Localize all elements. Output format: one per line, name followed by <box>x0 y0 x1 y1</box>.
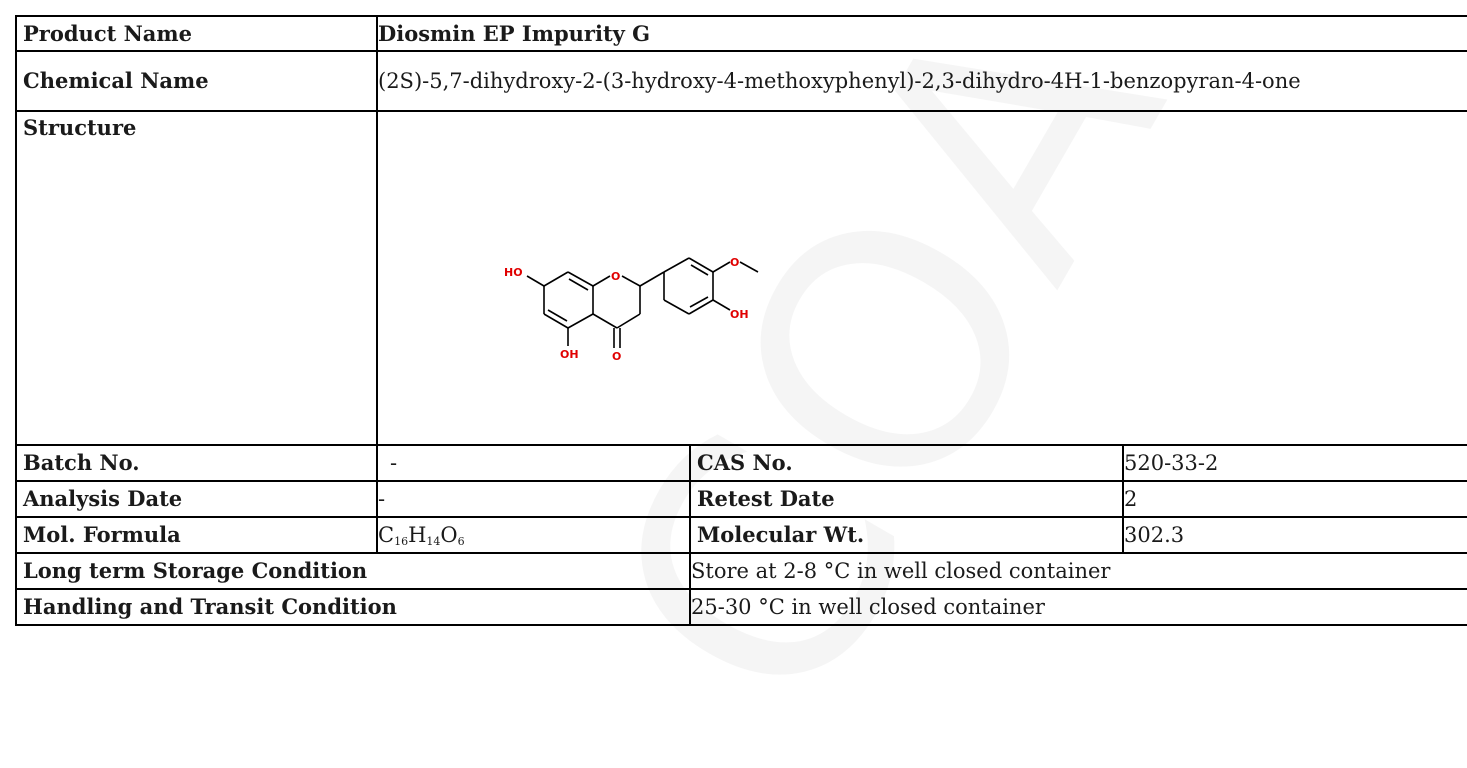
structure-label: Structure <box>15 110 378 446</box>
row-storage: Long term Storage Condition Store at 2-8… <box>15 552 1467 590</box>
atom-methoxy-o: O <box>730 256 739 269</box>
atom-keto-o: O <box>612 350 621 363</box>
handling-condition-value: 25-30 °C in well closed container <box>689 588 1467 626</box>
product-name-value: Diosmin EP Impurity G <box>376 15 1467 52</box>
row-structure: Structure <box>15 110 1467 446</box>
structure-image-cell: HO O OH O OH O <box>376 110 1467 446</box>
mol-formula-label: Mol. Formula <box>15 516 378 554</box>
atom-ring-o: O <box>611 270 620 283</box>
row-batch-cas: Batch No. - CAS No. 520-33-2 <box>15 444 1467 482</box>
storage-condition-label: Long term Storage Condition <box>15 552 691 590</box>
row-chemical-name: Chemical Name (2S)-5,7-dihydroxy-2-(3-hy… <box>15 50 1467 112</box>
row-handling: Handling and Transit Condition 25-30 °C … <box>15 588 1467 626</box>
cas-no-label: CAS No. <box>689 444 1124 482</box>
analysis-date-label: Analysis Date <box>15 480 378 518</box>
retest-date-label: Retest Date <box>689 480 1124 518</box>
chemical-structure-diagram: HO O OH O OH O <box>504 256 759 363</box>
retest-date-value: 2 <box>1122 480 1467 518</box>
row-analysis-retest: Analysis Date - Retest Date 2 <box>15 480 1467 518</box>
molecular-wt-value: 302.3 <box>1122 516 1467 554</box>
atom-oh-bottom: OH <box>560 348 579 361</box>
row-formula-molwt: Mol. Formula C16H14O6 Molecular Wt. 302.… <box>15 516 1467 554</box>
coa-sheet: COA Product Name Diosmin EP Impurity G C… <box>15 15 1467 626</box>
chemical-name-label: Chemical Name <box>15 50 378 112</box>
atom-ho-left: HO <box>504 266 523 279</box>
batch-no-value: - <box>376 444 691 482</box>
handling-condition-label: Handling and Transit Condition <box>15 588 691 626</box>
cas-no-value: 520-33-2 <box>1122 444 1467 482</box>
analysis-date-value: - <box>376 480 691 518</box>
coa-table: Product Name Diosmin EP Impurity G Chemi… <box>15 15 1467 626</box>
batch-no-label: Batch No. <box>15 444 378 482</box>
atom-oh-right: OH <box>730 308 749 321</box>
row-product-name: Product Name Diosmin EP Impurity G <box>15 15 1467 52</box>
molecular-wt-label: Molecular Wt. <box>689 516 1124 554</box>
product-name-label: Product Name <box>15 15 378 52</box>
mol-formula-value: C16H14O6 <box>376 516 691 554</box>
chemical-name-value: (2S)-5,7-dihydroxy-2-(3-hydroxy-4-methox… <box>376 50 1467 112</box>
storage-condition-value: Store at 2-8 °C in well closed container <box>689 552 1467 590</box>
